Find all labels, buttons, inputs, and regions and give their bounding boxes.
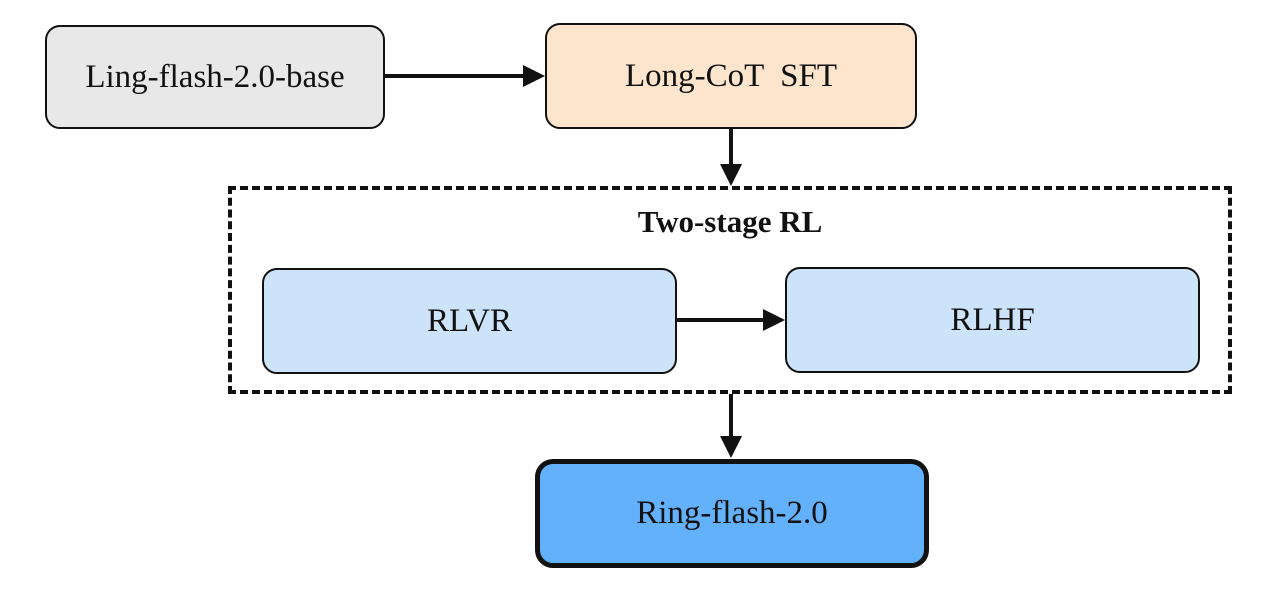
arrow-base-to-sft-shaft xyxy=(385,74,525,78)
node-label-long-cot-sft: Long-CoT SFT xyxy=(624,57,838,94)
node-label-rlvr: RLVR xyxy=(427,302,512,339)
node-label-ring-flash-2-0: Ring-flash-2.0 xyxy=(636,495,828,531)
node-long-cot-sft: Long-CoT SFT xyxy=(545,23,917,129)
node-rlvr: RLVR xyxy=(262,268,677,374)
arrow-rl-group-to-final-shaft xyxy=(729,394,733,438)
node-ring-flash-2-0: Ring-flash-2.0 xyxy=(535,459,929,568)
two-stage-rl-group-title: Two-stage RL xyxy=(637,204,823,239)
node-ling-flash-2-0-base: Ling-flash-2.0-base xyxy=(45,25,385,129)
two-stage-rl-group-box: Two-stage RL xyxy=(228,186,1232,394)
arrow-rlvr-to-rlhf-arrowhead-icon xyxy=(763,309,785,331)
node-rlhf: RLHF xyxy=(785,267,1200,373)
arrow-rlvr-to-rlhf-shaft xyxy=(677,318,769,322)
arrow-rl-group-to-final-arrowhead-icon xyxy=(720,436,742,458)
arrow-sft-to-rl-group-arrowhead-icon xyxy=(720,164,742,186)
arrow-sft-to-rl-group-shaft xyxy=(729,129,733,167)
node-label-ling-flash-2-0-base: Ling-flash-2.0-base xyxy=(85,58,345,95)
arrow-base-to-sft-arrowhead-icon xyxy=(523,65,545,87)
node-label-rlhf: RLHF xyxy=(950,301,1035,338)
